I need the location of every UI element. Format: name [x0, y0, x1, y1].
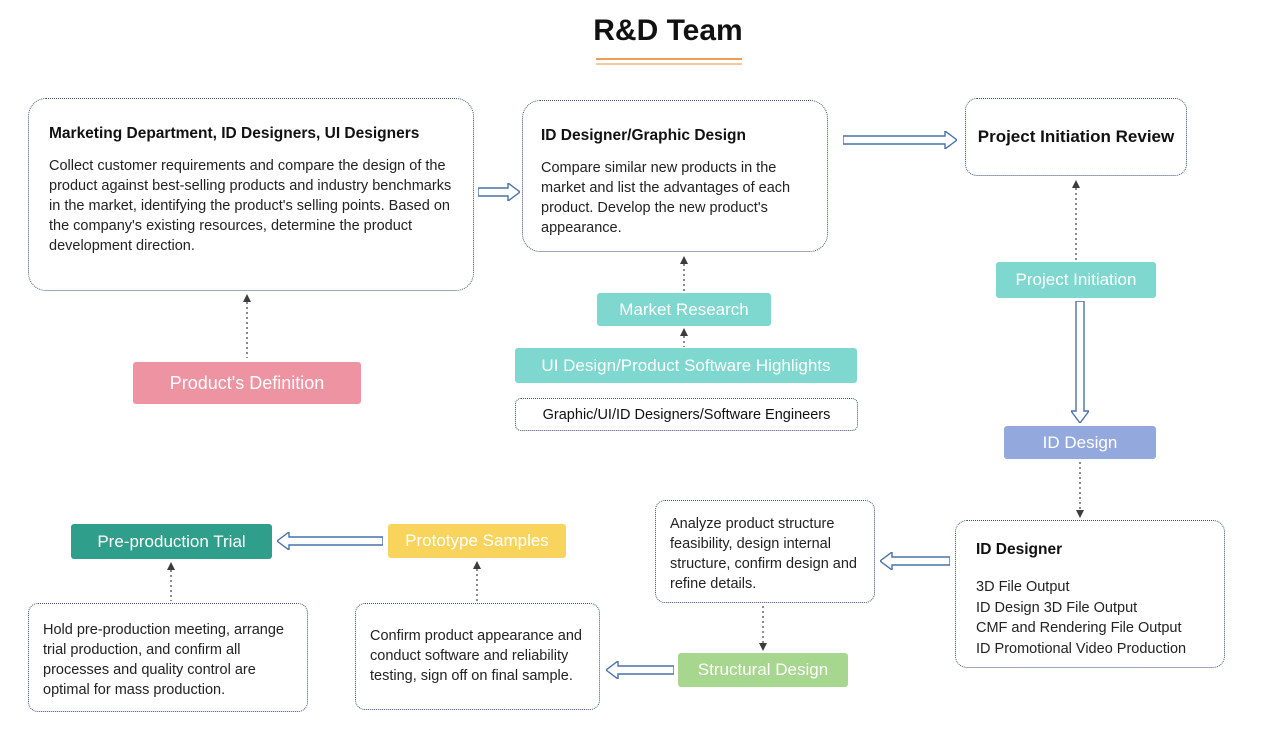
node-structural-design: Structural Design — [678, 653, 848, 687]
node-heading: ID Designer — [976, 541, 1063, 558]
node-label: Prototype Samples — [405, 531, 549, 550]
node-prototype-samples: Prototype Samples — [388, 524, 566, 558]
node-project-initiation-review: Project Initiation Review — [965, 98, 1187, 176]
arrow-id-design-to-id-designer — [1076, 462, 1084, 518]
output-line: ID Design 3D File Output — [976, 599, 1138, 616]
node-label: Product's Definition — [169, 372, 325, 393]
arrow-initiation-to-review — [1072, 180, 1080, 260]
node-ui-design-highlights: UI Design/Product Software Highlights — [515, 348, 857, 383]
node-heading: Marketing Department, ID Designers, UI D… — [49, 125, 420, 142]
arrow-marketing-to-id-graphic — [478, 183, 520, 201]
node-graphic-ui-id-engineers: Graphic/UI/ID Designers/Software Enginee… — [515, 398, 858, 431]
node-label: Structural Design — [697, 660, 829, 679]
node-id-designer-outputs: ID Designer 3D File Output ID Design 3D … — [955, 520, 1225, 668]
node-marketing-department: Marketing Department, ID Designers, UI D… — [28, 98, 474, 291]
node-label: Pre-production Trial — [97, 531, 246, 551]
node-body: Hold pre-production meeting, arrange tri… — [43, 622, 284, 698]
arrow-ui-highlights-to-market-research — [680, 328, 688, 347]
node-label: Project Initiation Review — [977, 127, 1175, 146]
arrow-structural-to-confirm — [606, 661, 674, 679]
node-label: Graphic/UI/ID Designers/Software Enginee… — [542, 406, 831, 423]
node-label: Project Initiation — [1015, 270, 1137, 289]
arrow-project-initiation-to-id-design — [1071, 301, 1089, 423]
node-products-definition: Product's Definition — [133, 362, 361, 404]
node-analyze-structure: Analyze product structure feasibility, d… — [655, 500, 875, 603]
arrow-analyze-to-structural — [759, 606, 767, 651]
node-pre-production-meeting: Hold pre-production meeting, arrange tri… — [28, 603, 308, 712]
output-line: CMF and Rendering File Output — [976, 620, 1182, 637]
node-label: UI Design/Product Software Highlights — [541, 355, 831, 375]
arrow-prototype-to-pre-production — [277, 532, 383, 550]
arrow-confirm-to-prototype — [473, 561, 481, 601]
node-pre-production-trial: Pre-production Trial — [71, 524, 272, 559]
node-body: Collect customer requirements and compar… — [49, 158, 452, 254]
node-market-research: Market Research — [597, 293, 771, 326]
arrow-definition-to-marketing — [243, 294, 251, 358]
node-body: Compare similar new products in the mark… — [541, 160, 791, 236]
node-confirm-sample: Confirm product appearance and conduct s… — [355, 603, 600, 710]
arrow-meeting-to-trial — [167, 562, 175, 601]
arrow-id-designer-to-analyze — [880, 552, 950, 570]
output-line: 3D File Output — [976, 579, 1070, 595]
node-id-designer-graphic-design: ID Designer/Graphic Design Compare simil… — [522, 100, 828, 252]
title-underline-top — [596, 58, 742, 60]
arrow-market-research-to-id-graphic — [680, 256, 688, 292]
title-underline-bottom — [596, 63, 742, 65]
node-label: ID Design — [1042, 432, 1118, 452]
node-label: Market Research — [619, 299, 749, 319]
node-body: Analyze product structure feasibility, d… — [670, 516, 857, 592]
node-heading: ID Designer/Graphic Design — [541, 127, 746, 144]
arrow-id-graphic-to-review — [843, 131, 957, 149]
output-line: ID Promotional Video Production — [976, 640, 1187, 657]
node-project-initiation: Project Initiation — [996, 262, 1156, 298]
node-id-design: ID Design — [1004, 426, 1156, 459]
node-body: Confirm product appearance and conduct s… — [370, 628, 582, 684]
page-title: R&D Team — [593, 14, 743, 47]
